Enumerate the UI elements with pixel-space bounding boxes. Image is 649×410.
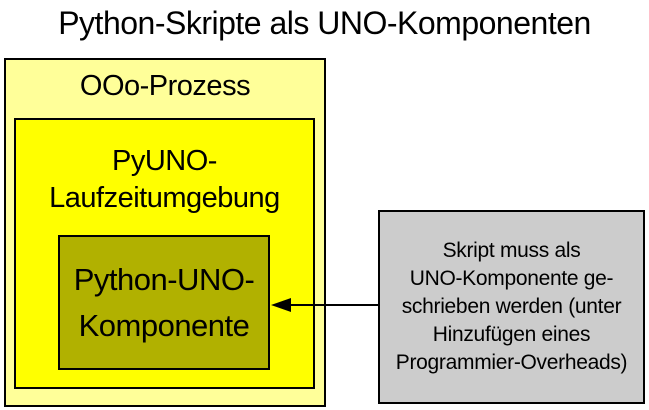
note-line: Programmier-Overheads) [395, 351, 628, 374]
note-line: schrieben werden (unter [401, 295, 622, 318]
note-text: Skript muss als UNO-Komponente ge- schri… [380, 212, 643, 402]
label-line: Komponente [78, 307, 250, 343]
note-line: Hinzufügen eines [432, 323, 591, 346]
pyuno-runtime-label: PyUNO- Laufzeitumgebung [16, 143, 313, 217]
python-uno-component-label: Python-UNO- Komponente [60, 237, 268, 368]
page-title: Python-Skripte als UNO-Komponenten [58, 5, 591, 41]
note-line: Skript muss als [442, 239, 581, 262]
label-line: Laufzeitumgebung [49, 182, 280, 214]
python-uno-component-box: Python-UNO- Komponente [58, 235, 270, 370]
label-line: Python-UNO- [73, 261, 255, 297]
ooo-process-label: OOo-Prozess [79, 70, 251, 102]
note-line: UNO-Komponente ge- [409, 267, 614, 290]
note-box: Skript muss als UNO-Komponente ge- schri… [378, 210, 645, 404]
ooo-process-box: OOo-Prozess PyUNO- Laufzeitumgebung Pyth… [4, 58, 326, 407]
pyuno-runtime-box: PyUNO- Laufzeitumgebung Python-UNO- Komp… [14, 118, 315, 389]
label-line: PyUNO- [112, 145, 217, 177]
